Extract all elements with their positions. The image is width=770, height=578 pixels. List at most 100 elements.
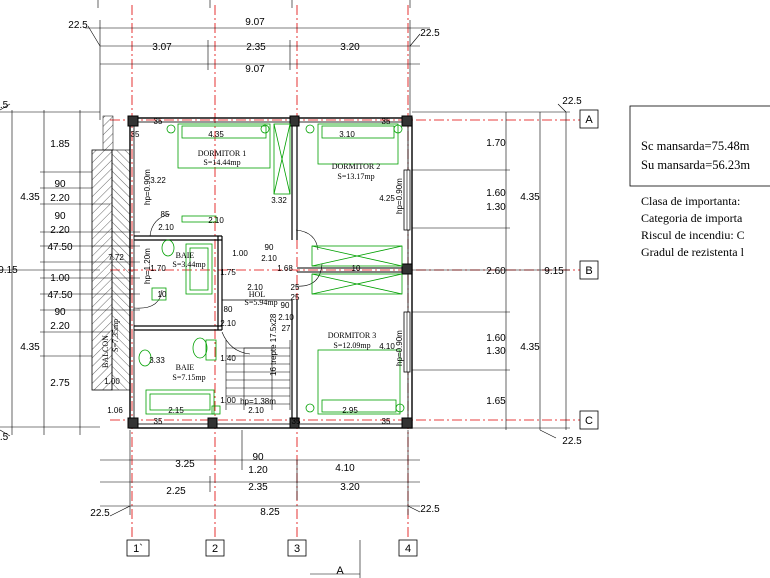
room-dormitor3-area: S=12.09mp [333,341,370,350]
svg-text:3.10: 3.10 [339,130,355,139]
svg-text:2.20: 2.20 [50,193,70,204]
room-hol-area: S=5.94mp [244,298,277,307]
dim-top-offset-right: 22.5 [420,28,440,39]
classification-list: Clasa de importanta: Categoria de import… [641,194,745,259]
dim-top-seg3: 3.20 [340,42,360,53]
svg-text:90: 90 [252,452,264,463]
svg-text:B: B [585,265,592,277]
svg-text:2.10: 2.10 [158,223,174,232]
svg-text:1.06: 1.06 [107,406,123,415]
right-dimensions: 1.70 1.60 1.30 2.60 1.60 1.30 1.65 4.35 … [486,96,582,447]
svg-text:1.70: 1.70 [486,138,506,149]
balcony [91,115,131,391]
room-dormitor1-area: S=14.44mp [203,158,240,167]
svg-text:1.68: 1.68 [277,264,293,273]
svg-text:3.33: 3.33 [149,356,165,365]
top-dimensions: 22.5 9.07 3.07 2.35 3.20 22.5 9.07 [68,17,440,75]
bottom-dimensions: 3.25 90 1.20 4.10 2.25 2.35 3.20 22.5 8.… [90,452,440,519]
dim-top-total-2: 9.07 [245,64,265,75]
dim-top-seg2: 2.35 [246,42,266,53]
gradul-rezistenta: Gradul de rezistenta l [641,245,745,259]
svg-text:16 trepte 17.5x28: 16 trepte 17.5x28 [269,313,278,376]
svg-text:2.10: 2.10 [247,283,263,292]
svg-text:3.25: 3.25 [175,459,195,470]
svg-text:3.32: 3.32 [271,196,287,205]
svg-text:4.35: 4.35 [208,130,224,139]
svg-text:25: 25 [291,283,300,292]
svg-text:2.10: 2.10 [248,406,264,415]
svg-text:1.20: 1.20 [248,465,268,476]
row-axis-labels: A B C [579,109,599,430]
svg-text:35: 35 [292,417,301,426]
room-baie1-area: S=3.44mp [172,260,205,269]
svg-text:35: 35 [382,417,391,426]
svg-text:hp=0.90m: hp=0.90m [395,178,404,214]
svg-text:35: 35 [154,417,163,426]
svg-text:1.60: 1.60 [486,333,506,344]
svg-text:2.35: 2.35 [248,482,268,493]
svg-text:hp=1.38m: hp=1.38m [240,397,276,406]
axis-marker-2: 2 [205,539,225,557]
svg-text:1.00: 1.00 [50,273,70,284]
room-labels: DORMITOR 1 S=14.44mp DORMITOR 2 S=13.17m… [101,149,380,382]
svg-text:1.85: 1.85 [50,139,70,150]
dim-top-seg1: 3.07 [152,42,172,53]
dimension-lines [0,0,570,578]
axis-marker-B: B [579,260,599,280]
dim-right-offset-top: 22.5 [562,96,582,107]
svg-text:9.15: 9.15 [544,266,564,277]
svg-text:80: 80 [224,305,233,314]
area-info-box: Sc mansarda=75.48m Su mansarda=56.23m [629,105,770,187]
svg-text:2.75: 2.75 [50,378,70,389]
section-marker: A [336,565,344,577]
svg-text:2.95: 2.95 [342,406,358,415]
svg-text:hp=0.90m: hp=0.90m [395,330,404,366]
svg-text:C: C [585,415,593,427]
svg-text:1`: 1` [133,543,143,555]
sc-mansarda-text: Sc mansarda=75.48m [641,139,750,153]
dim-left-total: 9.15 [0,265,18,276]
col-axis-labels: 1` 2 3 4 [126,539,418,557]
svg-text:1.75: 1.75 [220,268,236,277]
svg-text:2.10: 2.10 [261,254,277,263]
axis-marker-A: A [579,109,599,129]
svg-text:10: 10 [352,264,361,273]
svg-text:1.70: 1.70 [150,264,166,273]
svg-text:1.30: 1.30 [486,202,506,213]
svg-text:4.35: 4.35 [520,192,540,203]
clasa-importanta: Clasa de importanta: [641,194,740,208]
svg-text:8.25: 8.25 [260,507,280,518]
svg-text:3.22: 3.22 [150,176,166,185]
svg-text:2.15: 2.15 [168,406,184,415]
svg-text:4.10: 4.10 [335,463,355,474]
svg-text:2.10: 2.10 [220,319,236,328]
left-dimensions: .5 .5 9.15 4.35 4.35 1.85 90 2.20 90 2.2… [0,100,73,443]
svg-text:25: 25 [291,293,300,302]
svg-text:1.65: 1.65 [486,396,506,407]
svg-text:47.50: 47.50 [47,290,72,301]
axis-marker-4: 4 [398,539,418,557]
svg-text:3: 3 [294,543,300,555]
svg-text:2.10: 2.10 [278,313,294,322]
dim-right-offset-bottom: 22.5 [562,436,582,447]
dim-left-offset-top: .5 [0,100,9,111]
svg-text:3.20: 3.20 [340,482,360,493]
svg-text:4.10: 4.10 [379,342,395,351]
svg-text:2.20: 2.20 [50,225,70,236]
svg-text:2: 2 [212,543,218,555]
svg-text:2.10: 2.10 [208,216,224,225]
dim-left-seg1: 4.35 [20,192,40,203]
axis-marker-1: 1` [126,539,150,557]
room-dormitor2-name: DORMITOR 2 [332,162,381,171]
room-dormitor1-name: DORMITOR 1 [198,149,247,158]
svg-text:7.72: 7.72 [108,253,124,262]
svg-text:1.00: 1.00 [220,396,236,405]
room-baie2-area: S=7.15mp [172,373,205,382]
svg-text:4: 4 [405,543,411,555]
svg-text:A: A [585,114,593,126]
svg-text:90: 90 [54,179,66,190]
svg-text:1.00: 1.00 [232,249,248,258]
svg-text:35: 35 [154,117,163,126]
svg-text:hp=0.90m: hp=0.90m [143,169,152,205]
